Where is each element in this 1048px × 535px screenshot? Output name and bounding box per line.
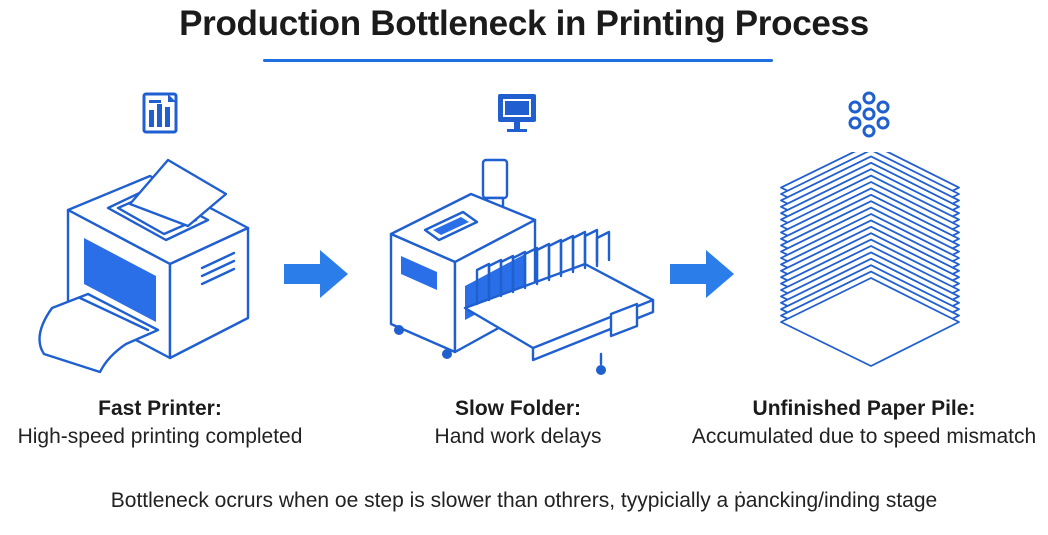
printer-illustration bbox=[38, 158, 250, 374]
arrow-right-icon bbox=[670, 250, 734, 298]
stage-caption-fast-printer: Fast Printer: High-speed printing comple… bbox=[0, 397, 320, 449]
stage-caption-paper-pile: Unfinished Paper Pile: Accumulated due t… bbox=[680, 397, 1048, 449]
stage-description: High-speed printing completed bbox=[17, 425, 303, 448]
paper-stack-illustration bbox=[780, 152, 960, 367]
report-document-icon bbox=[142, 92, 178, 134]
folding-machine-illustration bbox=[389, 158, 655, 375]
stage-heading: Fast Printer: bbox=[98, 397, 222, 420]
paper-sheet bbox=[780, 277, 960, 367]
stage-heading: Unfinished Paper Pile: bbox=[752, 397, 976, 420]
footnote: Bottleneck ocrurs when oe step is slower… bbox=[110, 489, 938, 512]
stage-heading: Slow Folder: bbox=[455, 397, 581, 420]
arrow-right-icon bbox=[284, 250, 348, 298]
title-underline bbox=[263, 59, 773, 62]
page-title: Production Bottleneck in Printing Proces… bbox=[179, 4, 869, 43]
monitor-icon bbox=[498, 94, 536, 132]
cluster-dots-icon bbox=[848, 91, 890, 138]
stage-description: Accumulated due to speed mismatch bbox=[691, 425, 1037, 448]
stage-caption-slow-folder: Slow Folder: Hand work delays bbox=[358, 397, 678, 449]
stage-description: Hand work delays bbox=[434, 425, 602, 448]
